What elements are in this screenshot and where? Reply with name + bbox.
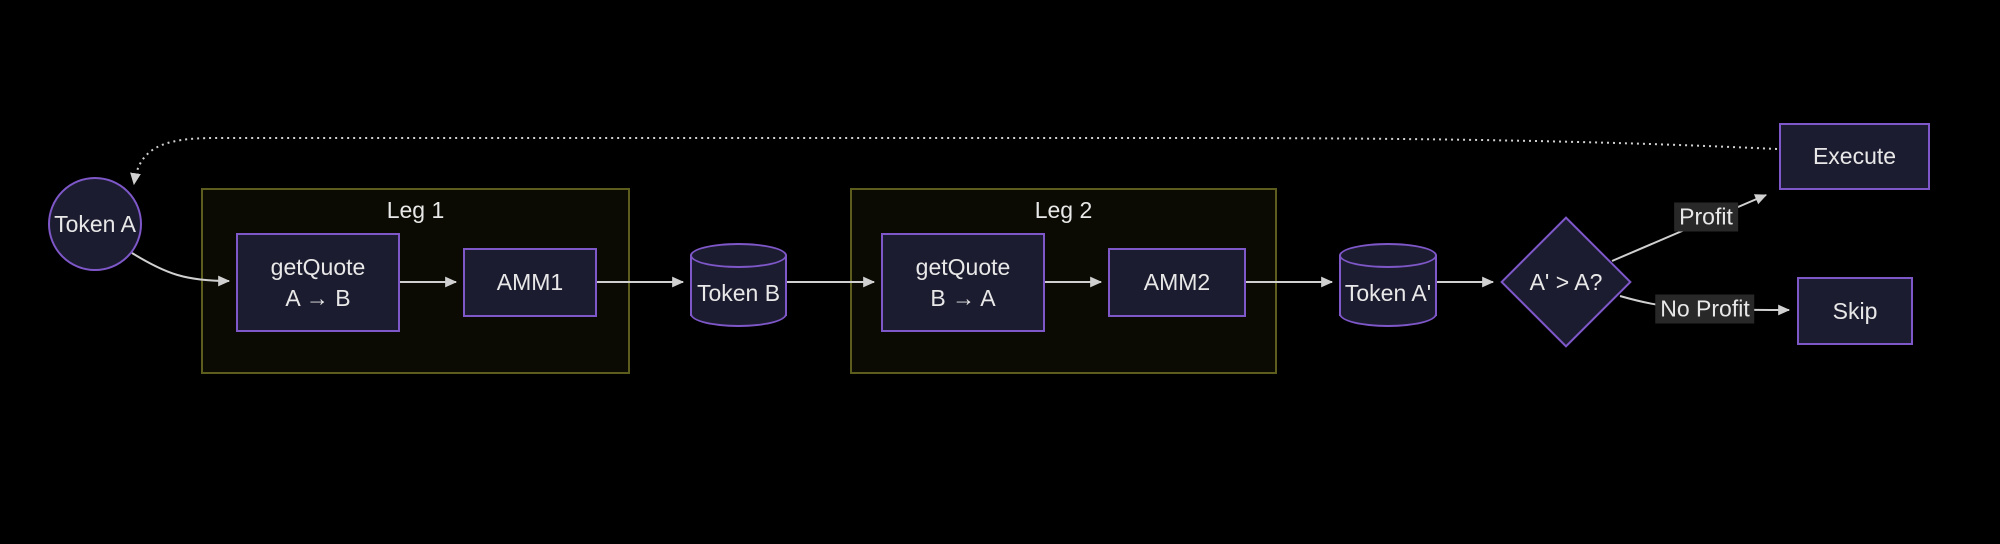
edge-execute-to-token-a <box>130 136 1778 186</box>
node-skip-label: Skip <box>1832 297 1878 324</box>
node-amm2-label: AMM2 <box>1143 269 1211 296</box>
node-token-b: Token B <box>690 243 787 327</box>
node-decision-label: A' > A? <box>1529 268 1603 295</box>
node-execute-label: Execute <box>1812 143 1897 170</box>
node-execute: Execute <box>1779 123 1930 190</box>
edge-label-no-profit: No Profit <box>1655 294 1755 324</box>
edge-label-profit: Profit <box>1674 202 1738 232</box>
node-skip: Skip <box>1797 277 1913 345</box>
group-leg1-label: Leg 1 <box>386 197 445 223</box>
node-getquote-b-a-label-line2: B → A <box>930 284 996 311</box>
node-getquote-a-b: getQuote A → B <box>236 233 400 332</box>
group-leg2-label: Leg 2 <box>1034 197 1093 223</box>
node-getquote-b-a: getQuote B → A <box>881 233 1045 332</box>
cylinder-top <box>1339 243 1437 268</box>
edge-token-a-to-getquote1 <box>131 252 231 287</box>
cylinder-top <box>690 243 787 268</box>
node-token-a-prime: Token A' <box>1339 243 1437 327</box>
node-decision-profit-check: A' > A? <box>1500 216 1632 348</box>
node-token-b-label: Token B <box>696 279 781 306</box>
node-amm1-label: AMM1 <box>496 269 564 296</box>
node-token-a-label: Token A <box>54 210 136 237</box>
node-getquote-a-b-label-line2: A → B <box>285 284 351 311</box>
node-token-a: Token A <box>48 177 142 271</box>
node-getquote-a-b-label-line1: getQuote <box>270 254 366 281</box>
node-amm2: AMM2 <box>1108 248 1246 317</box>
node-token-a-prime-label: Token A' <box>1344 279 1432 306</box>
node-getquote-b-a-label-line1: getQuote <box>915 254 1011 281</box>
node-amm1: AMM1 <box>463 248 597 317</box>
